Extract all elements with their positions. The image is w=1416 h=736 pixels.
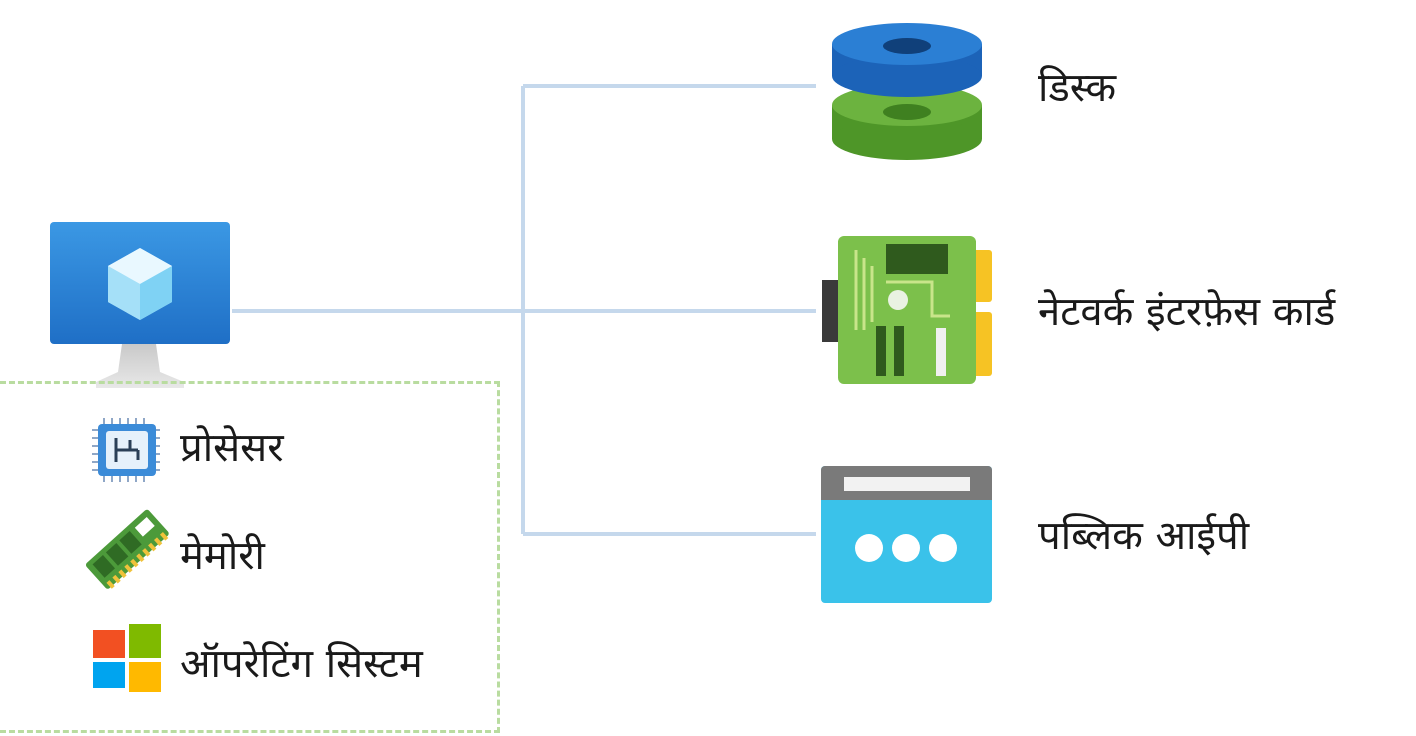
label-processor: प्रोसेसर [180, 425, 284, 471]
label-public-ip: पब्लिक आईपी [1038, 513, 1250, 559]
connector-lines [232, 84, 816, 536]
virtual-machine-icon [50, 222, 230, 388]
public-ip-icon [821, 466, 992, 603]
disk-icon [832, 23, 982, 160]
processor-icon [92, 418, 160, 482]
label-operating-system: ऑपरेटिंग सिस्टम [180, 641, 423, 687]
label-disk: डिस्क [1038, 65, 1117, 111]
network-interface-card-icon [822, 236, 992, 384]
label-network-interface-card: नेटवर्क इंटरफ़ेस कार्ड [1038, 289, 1336, 335]
windows-os-icon [93, 624, 161, 692]
label-memory: मेमोरी [180, 533, 265, 579]
memory-icon [85, 509, 169, 589]
vm-components-box [0, 381, 500, 733]
